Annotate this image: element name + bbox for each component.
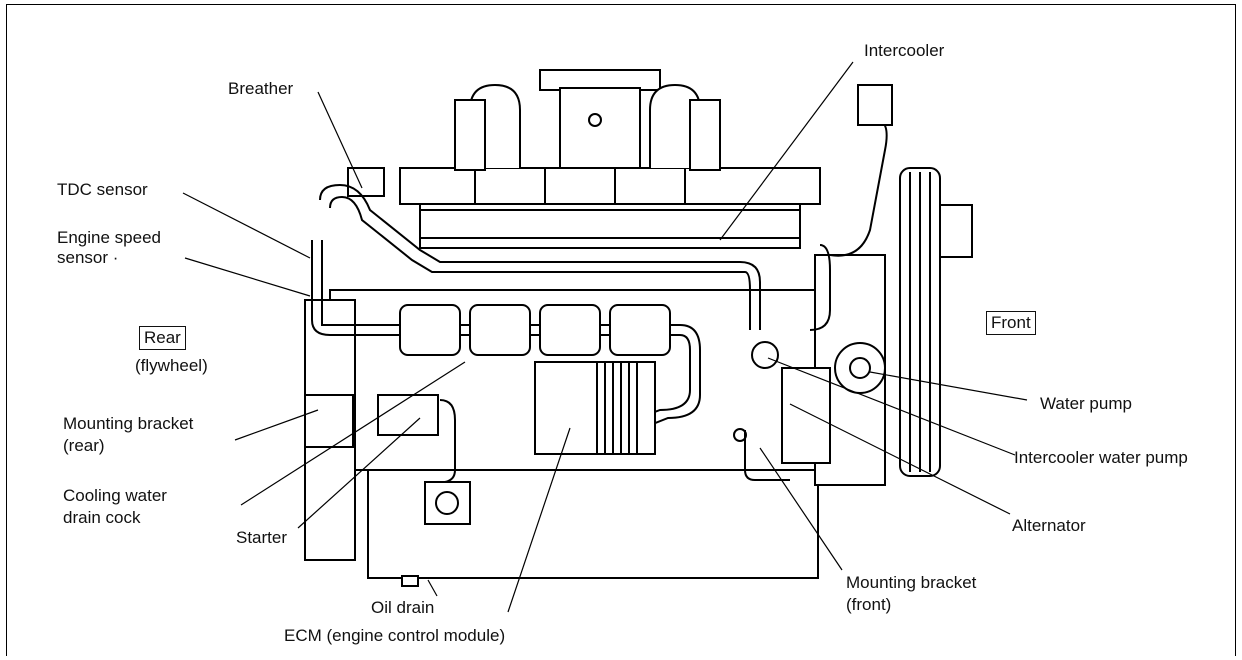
- label-oil-drain: Oil drain: [371, 598, 435, 617]
- label-tdc-sensor: TDC sensor: [57, 180, 148, 199]
- label-mounting-bracket-front-line1: Mounting bracket: [846, 573, 977, 592]
- label-starter: Starter: [236, 528, 288, 547]
- label-breather: Breather: [228, 79, 294, 98]
- label-mounting-bracket-front-line2: (front): [846, 595, 892, 614]
- label-engine-speed-sensor-line1: Engine speed: [57, 228, 161, 247]
- label-ecm: ECM (engine control module): [284, 626, 506, 645]
- label-mounting-bracket-rear-line1: Mounting bracket: [63, 414, 194, 433]
- label-front: Front: [986, 311, 1036, 335]
- label-water-pump: Water pump: [1040, 394, 1132, 413]
- label-intercooler: Intercooler: [864, 41, 945, 60]
- label-intercooler-water-pump: Intercooler water pump: [1014, 448, 1188, 467]
- label-mounting-bracket-rear-line2: (rear): [63, 436, 105, 455]
- label-cooling-water-drain-cock-line2: drain cock: [63, 508, 141, 527]
- label-engine-speed-sensor-line2: sensor ·: [57, 248, 119, 267]
- label-cooling-water-drain-cock-line1: Cooling water: [63, 486, 167, 505]
- label-rear: Rear: [139, 326, 186, 350]
- label-flywheel: (flywheel): [135, 356, 208, 375]
- label-alternator: Alternator: [1012, 516, 1086, 535]
- diagram-frame: [6, 4, 1236, 656]
